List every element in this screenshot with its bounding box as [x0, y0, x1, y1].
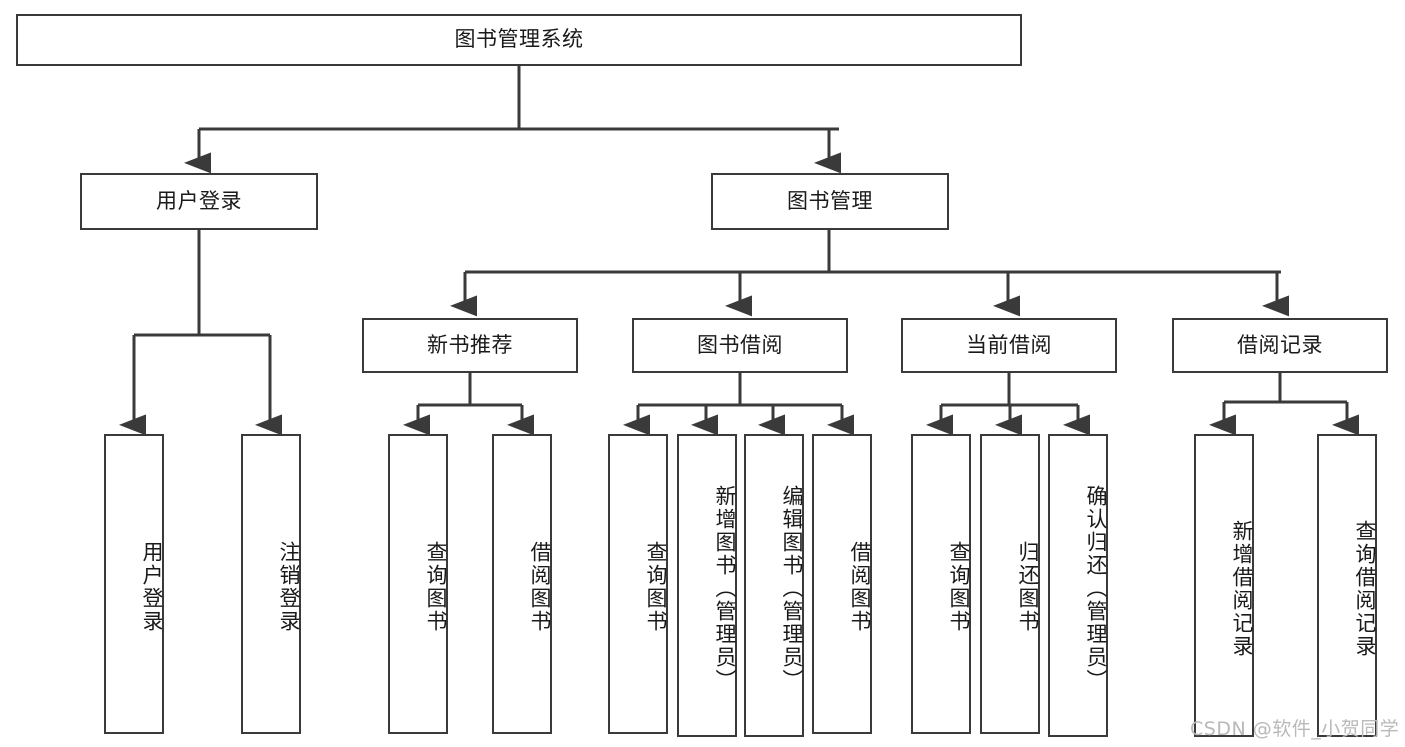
node-label: 新书推荐	[427, 332, 513, 357]
node-leaf-query-book-recommend[interactable]: 查询图书	[388, 434, 448, 734]
node-label: 查询图书	[947, 541, 971, 633]
node-leaf-user-login[interactable]: 用户登录	[104, 434, 164, 734]
node-label: 注销登录	[277, 541, 301, 633]
node-leaf-borrow-book-recommend[interactable]: 借阅图书	[492, 434, 552, 734]
node-label: 查询图书	[644, 541, 668, 633]
node-label: 借阅图书	[848, 541, 872, 633]
node-label: 当前借阅	[966, 332, 1052, 357]
watermark-text: CSDN @软件_小贺同学	[1190, 718, 1400, 740]
node-label: 查询图书	[424, 541, 448, 633]
node-label: 借阅图书	[528, 541, 552, 633]
node-label: 图书管理	[787, 188, 873, 213]
node-new-book-recommend[interactable]: 新书推荐	[362, 318, 578, 373]
node-leaf-add-borrow-record[interactable]: 新增借阅记录	[1194, 434, 1254, 737]
node-label: 查询借阅记录	[1353, 519, 1377, 658]
node-leaf-borrow-book[interactable]: 借阅图书	[812, 434, 872, 734]
node-leaf-query-book-current[interactable]: 查询图书	[911, 434, 971, 734]
node-label: 图书管理系统	[454, 27, 584, 52]
node-label: 新增借阅记录	[1230, 519, 1254, 658]
node-leaf-query-book-borrow[interactable]: 查询图书	[608, 434, 668, 734]
node-leaf-logout[interactable]: 注销登录	[241, 434, 301, 734]
node-label: 编辑图书（管理员）	[780, 485, 804, 692]
node-label: 新增图书（管理员）	[713, 485, 737, 692]
node-label: 归还图书	[1016, 541, 1040, 633]
node-leaf-confirm-return-admin[interactable]: 确认归还（管理员）	[1048, 434, 1108, 737]
node-label: 图书借阅	[697, 332, 783, 357]
node-book-management[interactable]: 图书管理	[711, 173, 949, 230]
node-user-login[interactable]: 用户登录	[80, 173, 318, 230]
node-root-book-management-system[interactable]: 图书管理系统	[16, 14, 1022, 66]
node-label: 用户登录	[140, 541, 164, 633]
node-book-borrow[interactable]: 图书借阅	[632, 318, 848, 373]
node-label: 借阅记录	[1237, 332, 1323, 357]
node-label: 用户登录	[156, 188, 242, 213]
node-borrow-record[interactable]: 借阅记录	[1172, 318, 1388, 373]
node-leaf-add-book-admin[interactable]: 新增图书（管理员）	[677, 434, 737, 737]
node-leaf-query-borrow-record[interactable]: 查询借阅记录	[1317, 434, 1377, 737]
node-label: 确认归还（管理员）	[1084, 485, 1108, 692]
node-leaf-return-book[interactable]: 归还图书	[980, 434, 1040, 734]
node-current-borrow[interactable]: 当前借阅	[901, 318, 1117, 373]
node-leaf-edit-book-admin[interactable]: 编辑图书（管理员）	[744, 434, 804, 737]
